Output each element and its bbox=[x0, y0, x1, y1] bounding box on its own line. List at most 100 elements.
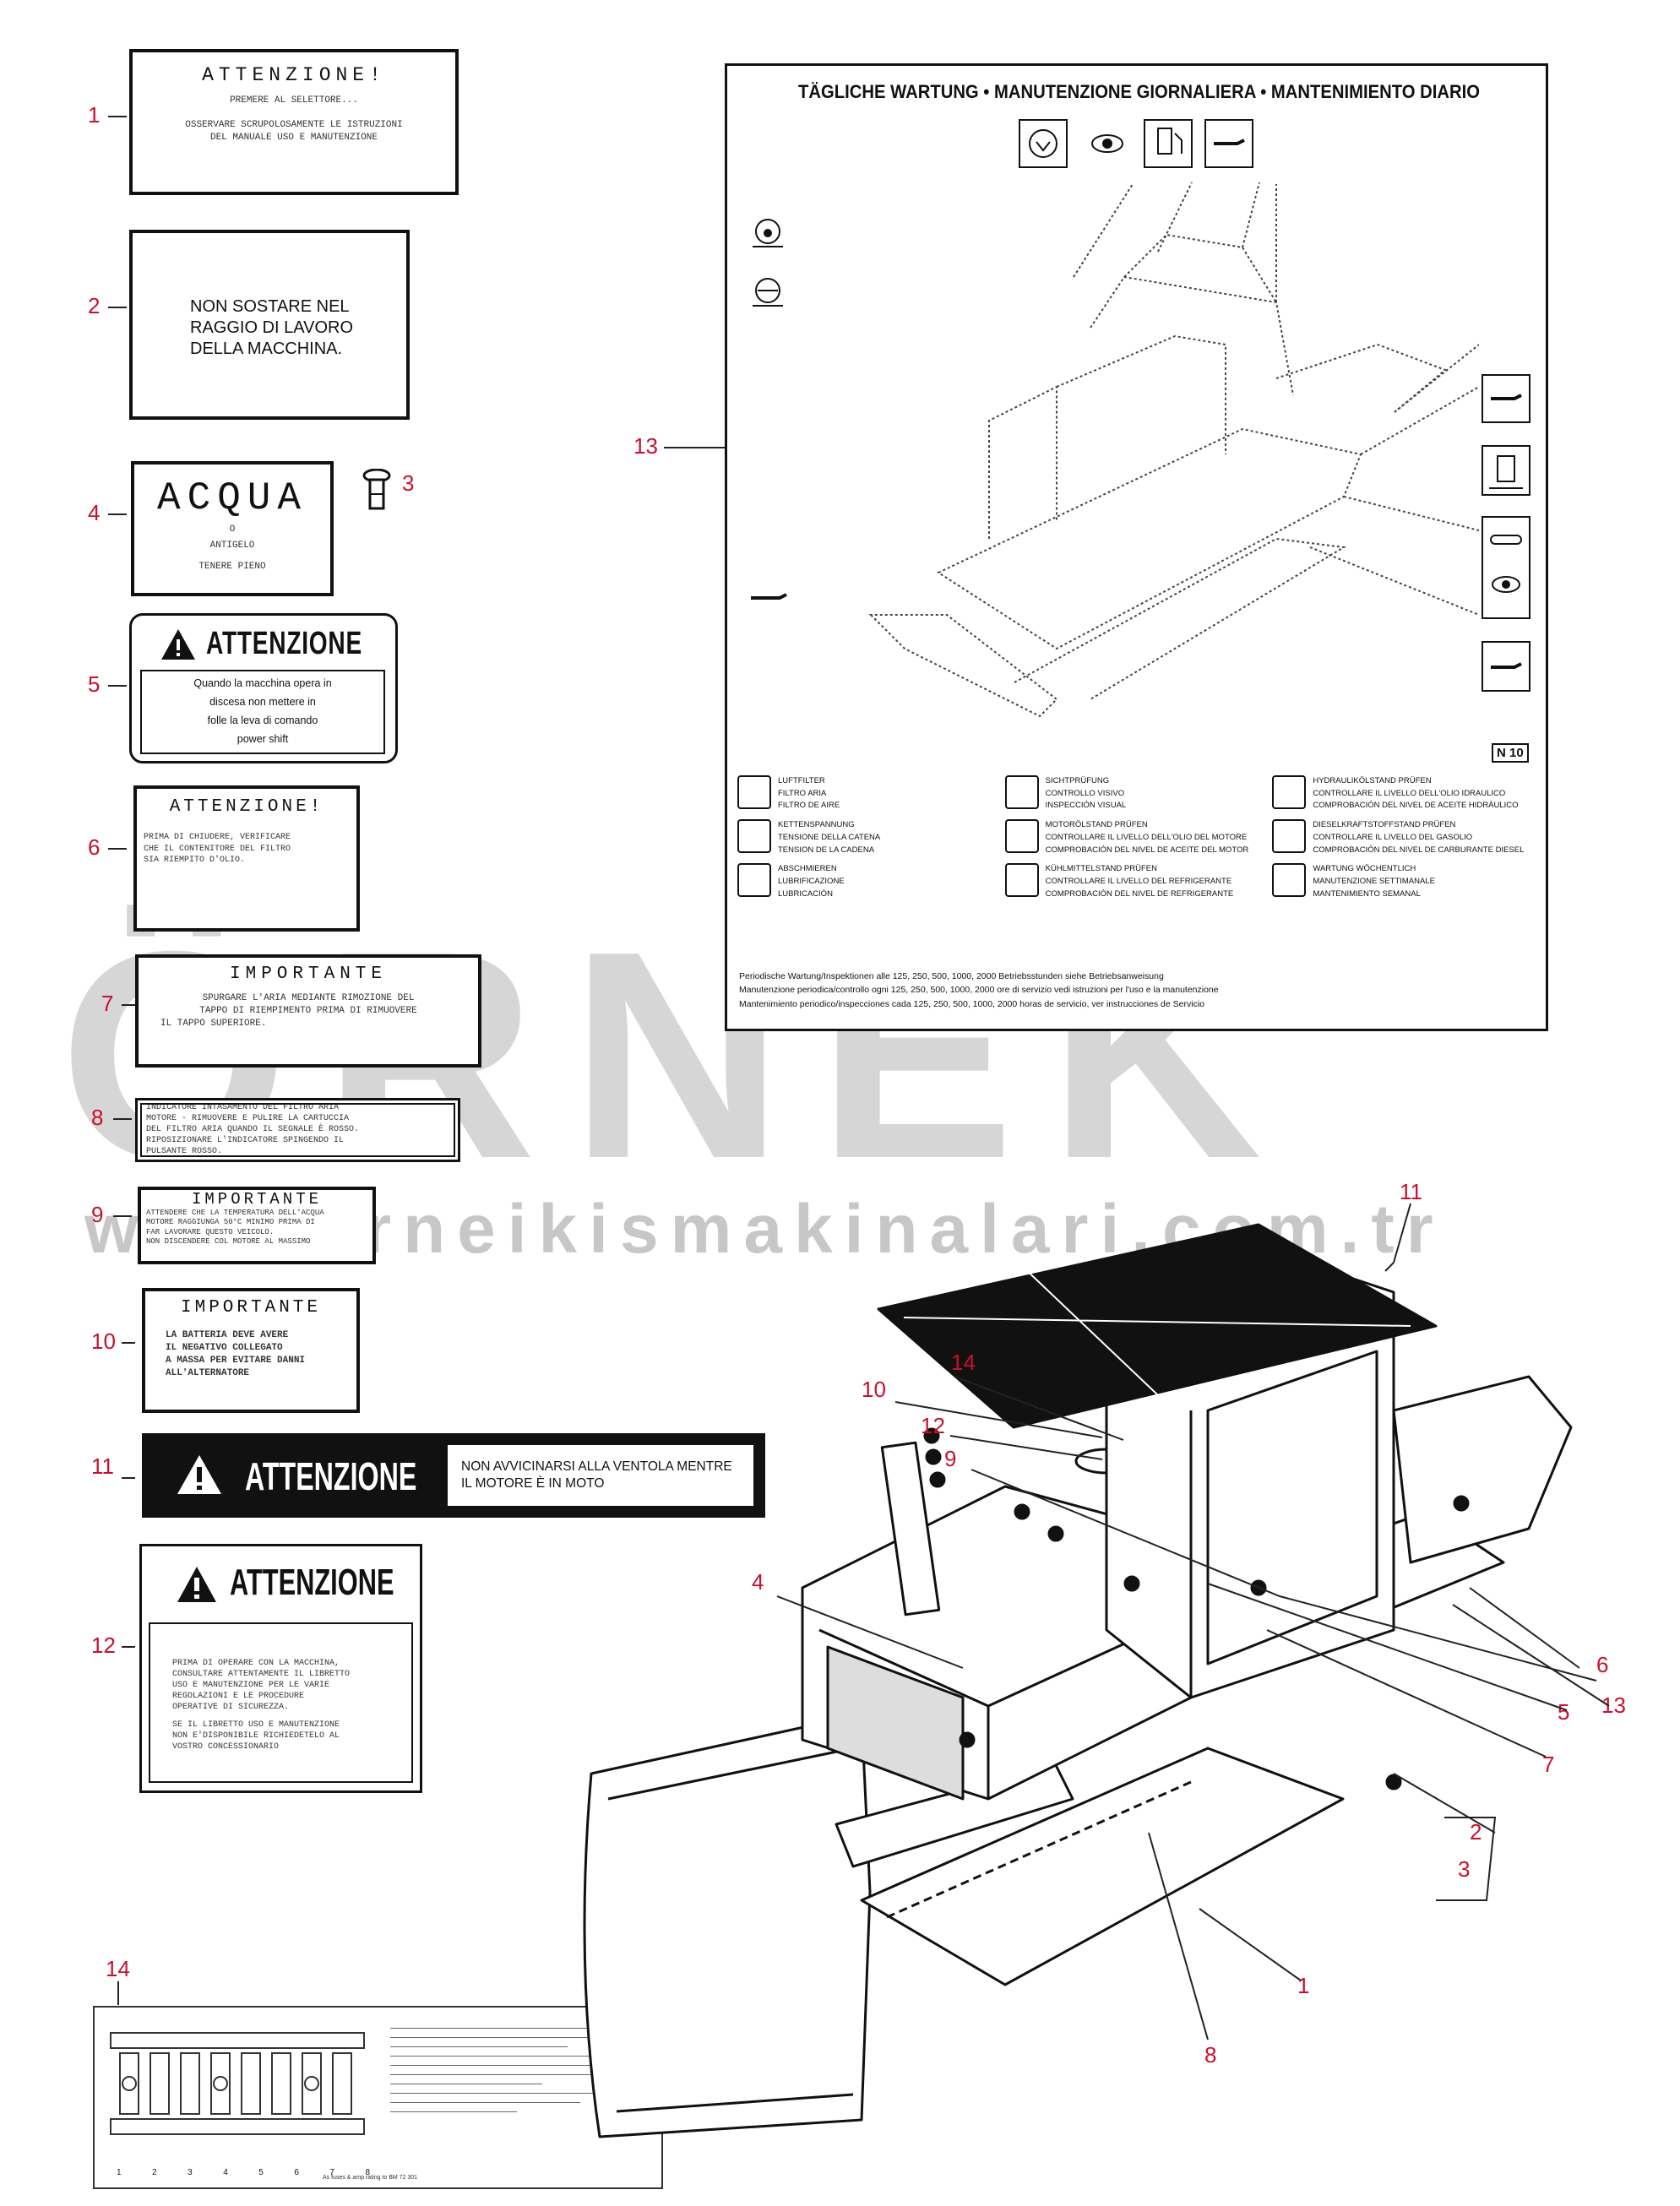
callout-3-dozer: 3 bbox=[1458, 1856, 1471, 1882]
callout-5-dozer: 5 bbox=[1558, 1699, 1570, 1725]
callout-1: 1 bbox=[88, 102, 101, 128]
callout-8-dozer: 8 bbox=[1204, 2042, 1217, 2067]
decal-9-line2: MOTORE RAGGIUNGA 50°C MINIMO PRIMA DI bbox=[146, 1218, 315, 1227]
decal-10-line3: A MASSA PER EVITARE DANNI bbox=[166, 1355, 306, 1366]
legend-text: COMPROBACIÓN DEL NIVEL DE ACEITE HIDRÁUL… bbox=[1313, 801, 1519, 811]
top-icon-row bbox=[1019, 119, 1253, 168]
decal-2-text: NON SOSTARE NEL RAGGIO DI LAVORO DELLA M… bbox=[190, 297, 353, 358]
legend-text: MANTENIMIENTO SEMANAL bbox=[1313, 888, 1421, 899]
legend-text: COMPROBACIÓN DEL NIVEL DE CARBURANTE DIE… bbox=[1313, 845, 1525, 855]
callout-9: 9 bbox=[91, 1202, 104, 1227]
fuse-legend bbox=[390, 2019, 644, 2117]
decal-9-line3: FAR LAVORARE QUESTO VEICOLO. bbox=[146, 1227, 275, 1236]
callout-7-dozer: 7 bbox=[1542, 1752, 1555, 1777]
callout-10-dozer: 10 bbox=[862, 1377, 886, 1402]
legend-icon bbox=[1272, 775, 1307, 809]
decal-8-line3: DEL FILTRO ARIA QUANDO IL SEGNALE È ROSS… bbox=[146, 1125, 360, 1134]
decal-5-line1: Quando la macchina opera in bbox=[193, 677, 332, 689]
decal-10-line4: ALL'ALTERNATORE bbox=[166, 1367, 250, 1378]
legend-text: MOTORÖLSTAND PRÜFEN bbox=[1045, 820, 1148, 830]
fuse-number-8: 8 bbox=[365, 2168, 370, 2177]
decal-7-title: IMPORTANTE bbox=[229, 964, 388, 984]
decal-4-line2: ANTIGELO bbox=[209, 540, 255, 551]
decal-10-title: IMPORTANTE bbox=[180, 1298, 322, 1318]
decal-9-title: IMPORTANTE bbox=[191, 1190, 323, 1209]
leader-4 bbox=[108, 513, 127, 515]
leader-12 bbox=[122, 1646, 135, 1648]
callout-3: 3 bbox=[402, 470, 415, 496]
decal-11-attenzione: ATTENZIONE NON AVVICINARSI ALLA VENTOLA … bbox=[142, 1433, 765, 1518]
decal-4-line3: TENERE PIENO bbox=[198, 561, 266, 572]
callout-8: 8 bbox=[91, 1105, 104, 1130]
callout-6-dozer: 6 bbox=[1596, 1652, 1609, 1677]
decal-5-title: ATTENZIONE bbox=[206, 626, 362, 661]
decal-4-title: ACQUA bbox=[156, 476, 308, 520]
dozer-blade bbox=[583, 1713, 872, 2138]
decal-7-line3: IL TAPPO SUPERIORE. bbox=[160, 1018, 267, 1029]
decal-12-title: ATTENZIONE bbox=[230, 1562, 394, 1603]
decal-8-line2: MOTORE - RIMUOVERE E PULIRE LA CARTUCCIA bbox=[146, 1114, 350, 1123]
decal-1-line2: OSSERVARE SCRUPOLOSAMENTE LE ISTRUZIONI bbox=[185, 119, 403, 130]
callout-11: 11 bbox=[91, 1453, 114, 1479]
decal-5-attenzione: ATTENZIONE Quando la macchina opera in d… bbox=[129, 613, 398, 763]
decal-2-non-sostare: NON SOSTARE NEL RAGGIO DI LAVORO DELLA M… bbox=[129, 230, 410, 420]
leader-6 bbox=[108, 848, 127, 850]
decal-12-line7: NON E'DISPONIBILE RICHIEDETELO AL bbox=[172, 1731, 340, 1741]
decal-9-line1: ATTENDERE CHE LA TEMPERATURA DELL'ACQUA bbox=[146, 1209, 324, 1217]
fuse-number-4: 4 bbox=[223, 2168, 228, 2177]
callout-7: 7 bbox=[101, 991, 114, 1016]
decal-9-line4: NON DISCENDERE COL MOTORE AL MASSIMO bbox=[146, 1236, 311, 1246]
callout-14-dozer: 14 bbox=[951, 1350, 976, 1375]
decal-12-line3: USO E MANUTENZIONE PER LE VARIE bbox=[172, 1681, 330, 1690]
fuse-number-7: 7 bbox=[329, 2168, 334, 2177]
legend-icon bbox=[737, 819, 771, 854]
callout-11-dozer: 11 bbox=[1400, 1179, 1422, 1204]
decal-8-line1: INDICATORE INTASAMENTO DEL FILTRO ARIA bbox=[146, 1103, 340, 1112]
legend-text: TENSIONE DELLA CATENA bbox=[778, 832, 881, 842]
right-icon-column bbox=[1482, 374, 1530, 692]
legend-text: WARTUNG WÖCHENTLICH bbox=[1313, 864, 1416, 874]
legend-text: FILTRO ARIA bbox=[778, 788, 827, 798]
legend-text: LUBRIFICAZIONE bbox=[778, 877, 845, 887]
decal-1-title: ATTENZIONE! bbox=[202, 64, 386, 86]
leader-5 bbox=[108, 685, 127, 687]
decal-13-title: TÄGLICHE WARTUNG • MANUTENZIONE GIORNALI… bbox=[798, 81, 1480, 102]
legend-icon bbox=[1272, 863, 1307, 898]
leader-2 bbox=[108, 307, 127, 308]
decal-7-line1: SPURGARE L'ARIA MEDIANTE RIMOZIONE DEL bbox=[202, 993, 415, 1003]
leader-10 bbox=[122, 1342, 135, 1344]
decal-13-badge: N 10 bbox=[1492, 743, 1529, 763]
legend-icon bbox=[1004, 819, 1039, 854]
decal-6-title: ATTENZIONE! bbox=[169, 797, 324, 817]
fuse-footer: As fuses & amp rating to BM 72 301 bbox=[323, 2175, 418, 2181]
fuse-numbers: 1 2 3 4 5 6 7 8 bbox=[117, 2168, 370, 2177]
cab-roof bbox=[877, 1223, 1438, 1429]
decal-11-title: ATTENZIONE bbox=[245, 1454, 417, 1498]
legend-text: CONTROLLARE IL LIVELLO DELL'OLIO IDRAULI… bbox=[1313, 788, 1506, 798]
legend-icon bbox=[1004, 863, 1039, 898]
decal-9-importante: IMPORTANTE ATTENDERE CHE LA TEMPERATURA … bbox=[138, 1187, 376, 1264]
decal-5-line2: discesa non mettere in bbox=[209, 695, 316, 708]
fuse-number-3: 3 bbox=[188, 2168, 193, 2177]
decal-6-line1: PRIMA DI CHIUDERE, VERIFICARE bbox=[144, 833, 291, 842]
decal-4-acqua: ACQUA O ANTIGELO TENERE PIENO bbox=[131, 461, 334, 596]
decal-5-body: Quando la macchina opera in discesa non … bbox=[140, 670, 385, 754]
callout-14-left: 14 bbox=[106, 1956, 130, 1981]
callout-2-dozer: 2 bbox=[1470, 1819, 1482, 1845]
legend-icon bbox=[1004, 775, 1039, 809]
fuse-number-5: 5 bbox=[258, 2168, 264, 2177]
fuse-number-6: 6 bbox=[294, 2168, 299, 2177]
decal-4-line1: O bbox=[229, 524, 236, 535]
plug-icon bbox=[362, 469, 391, 510]
decal-8-line4: RIPOSIZIONARE L'INDICATORE SPINGENDO IL bbox=[146, 1136, 345, 1145]
leader-8 bbox=[113, 1118, 132, 1120]
